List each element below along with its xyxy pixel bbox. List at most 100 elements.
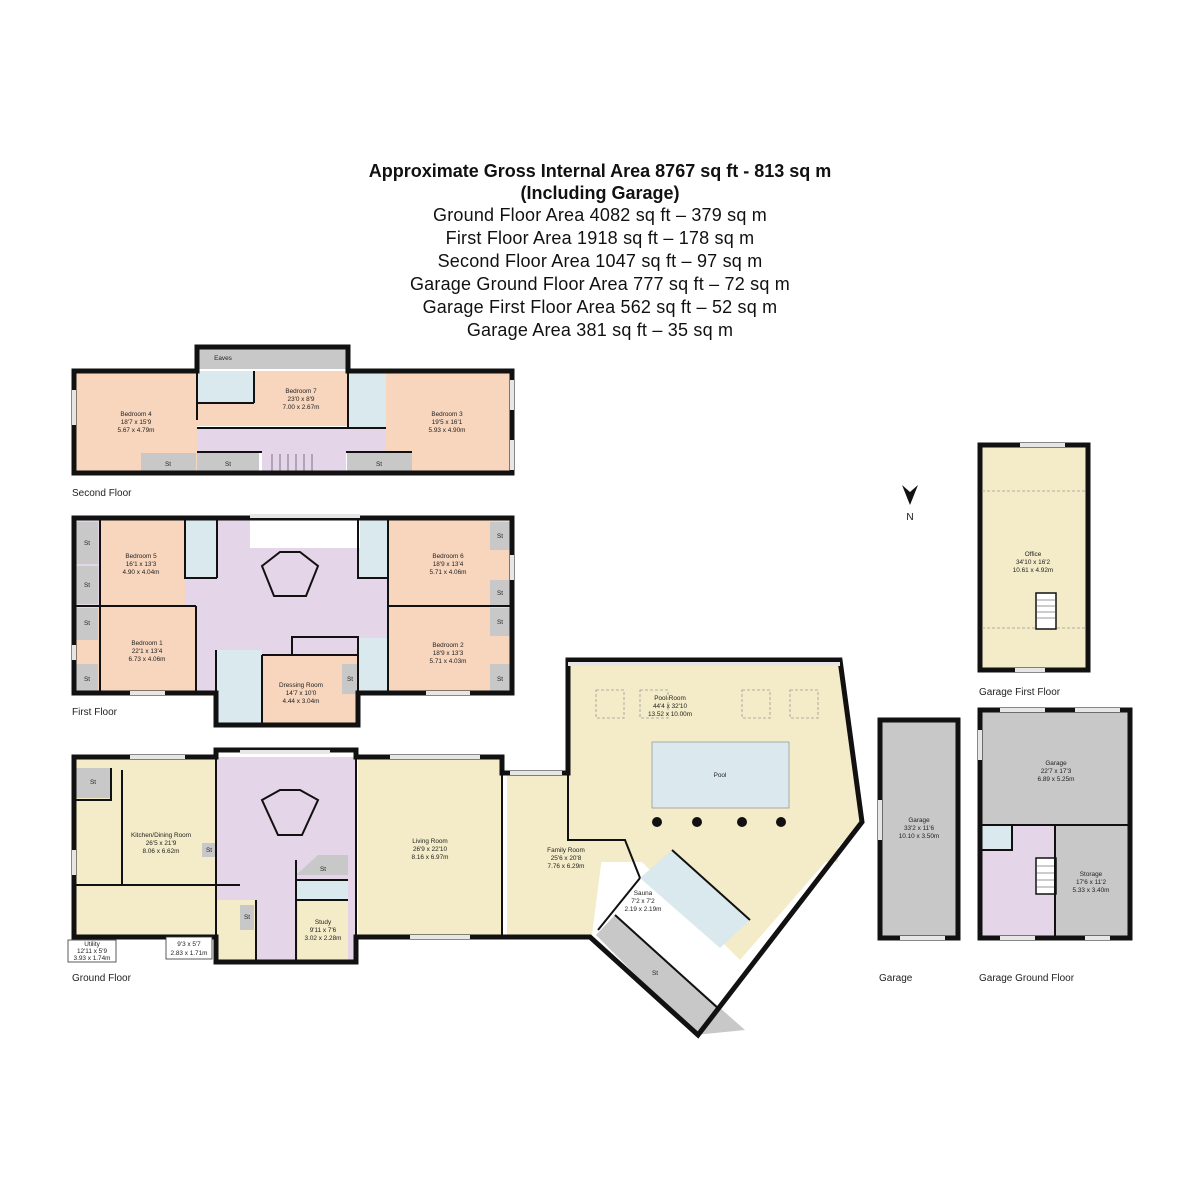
utility-name: Utility (84, 941, 100, 948)
bedroom-6-metric: 5.71 x 4.06m (430, 569, 467, 576)
eaves-label: Eaves (214, 355, 232, 362)
store (141, 453, 196, 473)
area-second-floor: Second Floor Area 1047 sq ft – 97 sq m (437, 251, 763, 271)
garage-ground-floor-plan: Garage 22'7 x 17'3 6.89 x 5.25m Storage … (977, 707, 1133, 984)
store-label: St (84, 676, 90, 683)
store-label: St (497, 619, 503, 626)
sauna-imperial: 7'2 x 7'2 (631, 898, 655, 905)
garage-ground-floor-label: Garage Ground Floor (979, 973, 1075, 984)
kitchen-metric: 8.06 x 6.62m (143, 848, 180, 855)
utility-dim-box (67, 939, 117, 963)
store-label: St (84, 540, 90, 547)
area-ground-floor: Ground Floor Area 4082 sq ft – 379 sq m (433, 205, 767, 225)
store-label: St (84, 620, 90, 627)
store-label: St (376, 461, 382, 468)
bedroom-2-metric: 5.71 x 4.03m (430, 658, 467, 665)
area-summary: Approximate Gross Internal Area 8767 sq … (0, 160, 1200, 342)
office (980, 445, 1088, 670)
store (347, 453, 412, 473)
bedroom-5-imperial: 16'1 x 13'3 (126, 561, 157, 568)
study-metric: 3.02 x 2.28m (305, 935, 342, 942)
bedroom-5 (100, 518, 185, 606)
ground-floor-plan: Kitchen/Dining Room 26'5 x 21'9 8.06 x 6… (67, 657, 865, 1039)
dressing-room-imperial: 14'7 x 10'0 (286, 690, 317, 697)
garage-metric: 6.89 x 5.25m (1038, 776, 1075, 783)
garage-name: Garage (908, 817, 930, 824)
bathroom (348, 371, 386, 428)
room-9-3-dim-box (165, 936, 213, 960)
north-arrow-icon: N (902, 485, 918, 523)
garage-imperial: 22'7 x 17'3 (1041, 768, 1072, 775)
bedroom-1-name: Bedroom 1 (131, 640, 163, 647)
living-room-name: Living Room (412, 838, 448, 845)
family-room-name: Family Room (547, 847, 585, 854)
bedroom-7-metric: 7.00 x 2.67m (283, 404, 320, 411)
pool-columns (652, 817, 786, 827)
store-wedge (596, 915, 745, 1035)
eaves-area (197, 347, 347, 369)
sauna-shower (640, 850, 750, 948)
store-label: St (347, 676, 353, 683)
stair-void (250, 518, 360, 548)
pool-label: Pool (714, 772, 727, 779)
study (298, 900, 348, 962)
storage-imperial: 17'6 x 11'2 (1076, 879, 1106, 886)
storage-metric: 5.33 x 3.40m (1073, 887, 1110, 894)
skylights (595, 689, 819, 719)
ensuite (185, 518, 217, 578)
bedroom-1-imperial: 22'1 x 13'4 (132, 648, 163, 655)
cloakroom (982, 825, 1012, 850)
living-room-imperial: 26'9 x 22'10 (413, 846, 448, 853)
store-label: St (90, 779, 96, 786)
store (76, 768, 111, 798)
bedroom-4-metric: 5.67 x 4.79m (118, 427, 155, 434)
bedroom-2-name: Bedroom 2 (432, 642, 464, 649)
bedroom-1-metric: 6.73 x 4.06m (129, 656, 166, 663)
garage (880, 720, 958, 938)
store (240, 905, 254, 930)
bedroom-7-imperial: 23'0 x 8'9 (288, 396, 315, 403)
living-room (358, 757, 502, 937)
kitchen-imperial: 26'5 x 21'9 (146, 840, 177, 847)
sauna-metric: 2.19 x 2.19m (625, 906, 662, 913)
store-label: St (84, 582, 90, 589)
bedroom-3-name: Bedroom 3 (431, 411, 463, 418)
dressing-room-metric: 4.44 x 3.04m (283, 698, 320, 705)
office-metric: 10.61 x 4.92m (1013, 567, 1054, 574)
family-room-imperial: 25'6 x 20'8 (551, 855, 582, 862)
store (202, 843, 216, 857)
garage-label: Garage (879, 973, 913, 984)
room-9-3-metric: 2.83 x 1.71m (171, 950, 208, 957)
ensuite (358, 518, 388, 578)
store-label: St (497, 676, 503, 683)
area-first-floor: First Floor Area 1918 sq ft – 178 sq m (445, 228, 755, 248)
bedroom-2-imperial: 18'9 x 13'3 (433, 650, 464, 657)
garage-metric: 10.10 x 3.50m (899, 833, 940, 840)
ensuite (358, 638, 388, 693)
pool-room-imperial: 44'4 x 32'10 (653, 703, 688, 710)
bedroom-7-name: Bedroom 7 (285, 388, 317, 395)
area-garage-first-floor: Garage First Floor Area 562 sq ft – 52 s… (422, 297, 778, 317)
stores (76, 522, 510, 694)
pool (651, 741, 790, 809)
pool-room-metric: 13.52 x 10.00m (648, 711, 692, 718)
bedroom-4-imperial: 18'7 x 15'9 (121, 419, 152, 426)
bathroom (197, 371, 254, 403)
second-floor-plan: Eaves Bedroom 4 18'7 x 15'9 5.67 x 4.79m… (71, 344, 515, 499)
store-label: St (320, 866, 326, 873)
utility-metric: 3.93 x 1.74m (74, 955, 111, 962)
sauna-name: Sauna (634, 890, 653, 897)
second-floor-label: Second Floor (72, 488, 132, 499)
bedroom-5-metric: 4.90 x 4.04m (123, 569, 160, 576)
gross-area-subtitle: (Including Garage) (520, 183, 680, 203)
first-floor-label: First Floor (72, 707, 118, 718)
store (197, 453, 259, 473)
store-label: St (206, 847, 212, 854)
kitchen-name: Kitchen/Dining Room (131, 832, 191, 839)
garage-first-floor-plan: Office 34'10 x 16'2 10.61 x 4.92m Garage… (977, 442, 1091, 698)
office-name: Office (1025, 551, 1042, 558)
store-label: St (497, 590, 503, 597)
area-garage-ground-floor: Garage Ground Floor Area 777 sq ft – 72 … (409, 274, 790, 294)
stairs (1035, 857, 1057, 895)
